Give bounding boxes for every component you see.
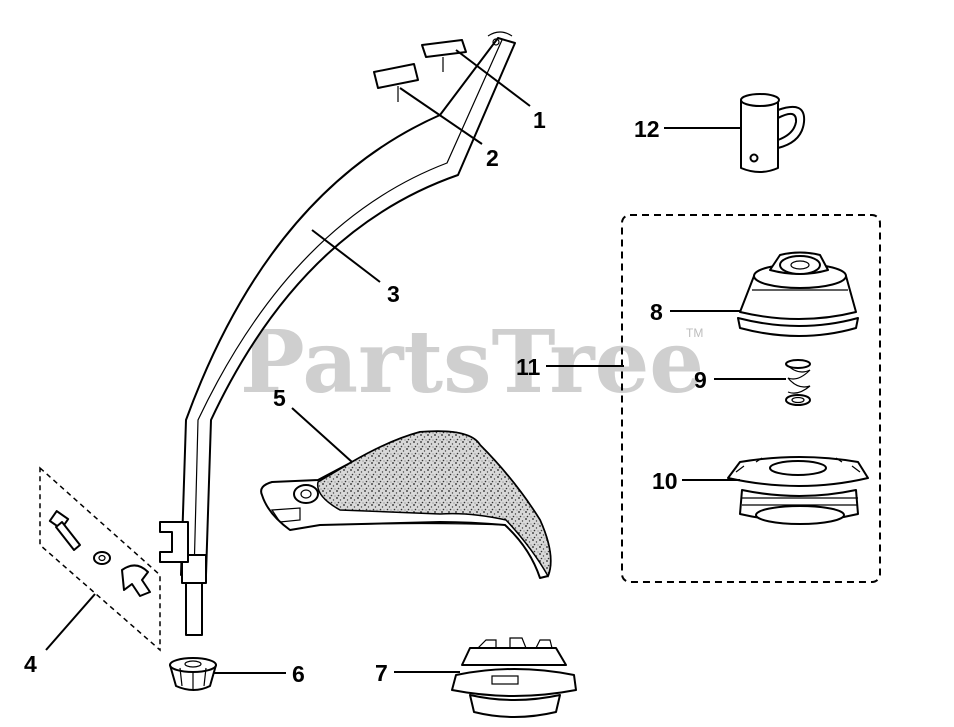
leader-lines (45, 49, 786, 674)
decal-part-2 (373, 63, 419, 102)
watermark-trademark: TM (686, 326, 703, 340)
callout-7: 7 (375, 660, 388, 686)
callout-9: 9 (694, 367, 707, 393)
spool-cover-part (737, 251, 859, 337)
callout-5: 5 (273, 385, 286, 411)
hardware-kit-part (39, 466, 161, 652)
callout-3: 3 (387, 281, 400, 307)
knob-part (169, 657, 217, 691)
callout-4: 4 (24, 651, 37, 677)
callout-8: 8 (650, 299, 663, 325)
guard-part (260, 430, 552, 579)
spool-kit-box (621, 214, 881, 583)
callout-2: 2 (486, 145, 499, 171)
callout-10: 10 (652, 468, 678, 494)
callout-11: 11 (516, 354, 541, 380)
callout-1: 1 (533, 107, 546, 133)
trimmer-head-part-7 (451, 637, 577, 718)
spring-part (785, 359, 811, 406)
decal-part-1 (421, 39, 467, 72)
watermark-text: PartsTree (240, 312, 704, 413)
adapter-part (740, 93, 806, 173)
shaft-part (159, 31, 516, 636)
callout-6: 6 (292, 661, 305, 687)
spool-part (727, 456, 869, 525)
callout-12: 12 (634, 116, 660, 142)
